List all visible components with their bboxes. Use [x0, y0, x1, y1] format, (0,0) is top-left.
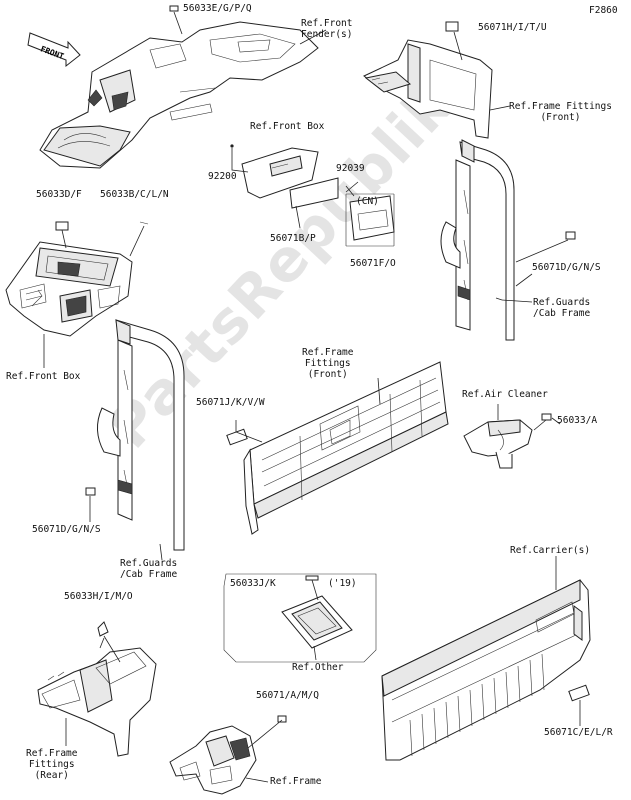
carrier-part — [381, 556, 591, 761]
label-ref-carriers: Ref.Carrier(s) — [510, 545, 591, 556]
frame-fittings-rear-part — [37, 621, 157, 757]
cab-frame-right-part — [440, 139, 576, 341]
label-ref-frame: Ref.Frame — [270, 776, 322, 787]
label-56033h: 56033H/I/M/O — [64, 591, 133, 602]
label-56071a: 56071/A/M/Q — [256, 690, 319, 701]
label-56071d-left: 56071D/G/N/S — [32, 524, 101, 535]
frame-part — [169, 715, 287, 795]
label-ref-guards-right: Ref.Guards /Cab Frame — [533, 297, 591, 319]
frame-fittings-panel-part — [226, 361, 449, 535]
frame-fittings-front-part — [363, 21, 493, 139]
label-56071j: 56071J/K/V/W — [196, 397, 265, 408]
diagram-code: F2860 — [589, 5, 618, 16]
label-56033b: 56033B/C/L/N — [100, 189, 169, 200]
label-ref-other: Ref.Other — [292, 662, 344, 673]
label-ref-frame-fittings-rear: Ref.Frame Fittings (Rear) — [26, 748, 78, 781]
label-ref-air-cleaner: Ref.Air Cleaner — [462, 389, 548, 400]
front-fender-part — [39, 5, 319, 169]
label-year-19: ('19) — [328, 578, 357, 589]
label-ref-front-box-top: Ref.Front Box — [250, 121, 325, 132]
label-56071d-right: 56071D/G/N/S — [532, 262, 601, 273]
leader-lines — [99, 29, 561, 649]
label-92200: 92200 — [208, 171, 237, 182]
label-56071f: 56071F/O — [350, 258, 396, 269]
label-56033d: 56033D/F — [36, 189, 82, 200]
other-cover-part — [223, 573, 377, 663]
front-arrow-icon: FRONT — [27, 32, 81, 68]
label-ref-front-box-left: Ref.Front Box — [6, 371, 81, 382]
label-ref-frame-fittings-front-2: Ref.Frame Fittings (Front) — [302, 347, 354, 380]
label-56071b: 56071B/P — [270, 233, 316, 244]
air-cleaner-part — [463, 404, 552, 469]
front-box-dash-part — [5, 221, 149, 368]
label-ref-guards-left: Ref.Guards /Cab Frame — [120, 558, 178, 580]
label-56033e: 56033E/G/P/Q — [183, 3, 252, 14]
label-92039: 92039 — [336, 163, 365, 174]
label-ref-front-fender: Ref.Front Fender(s) — [301, 18, 353, 40]
label-56033j: 56033J/K — [230, 578, 276, 589]
label-ref-frame-fittings-front-1: Ref.Frame Fittings (Front) — [509, 101, 612, 123]
front-box-lid-part — [230, 144, 395, 247]
cab-frame-left-part — [85, 319, 185, 561]
label-56033a: 56033/A — [557, 415, 598, 426]
label-56071h: 56071H/I/T/U — [478, 22, 547, 33]
label-56071c: 56071C/E/L/R — [544, 727, 613, 738]
label-cn: (CN) — [356, 196, 379, 207]
